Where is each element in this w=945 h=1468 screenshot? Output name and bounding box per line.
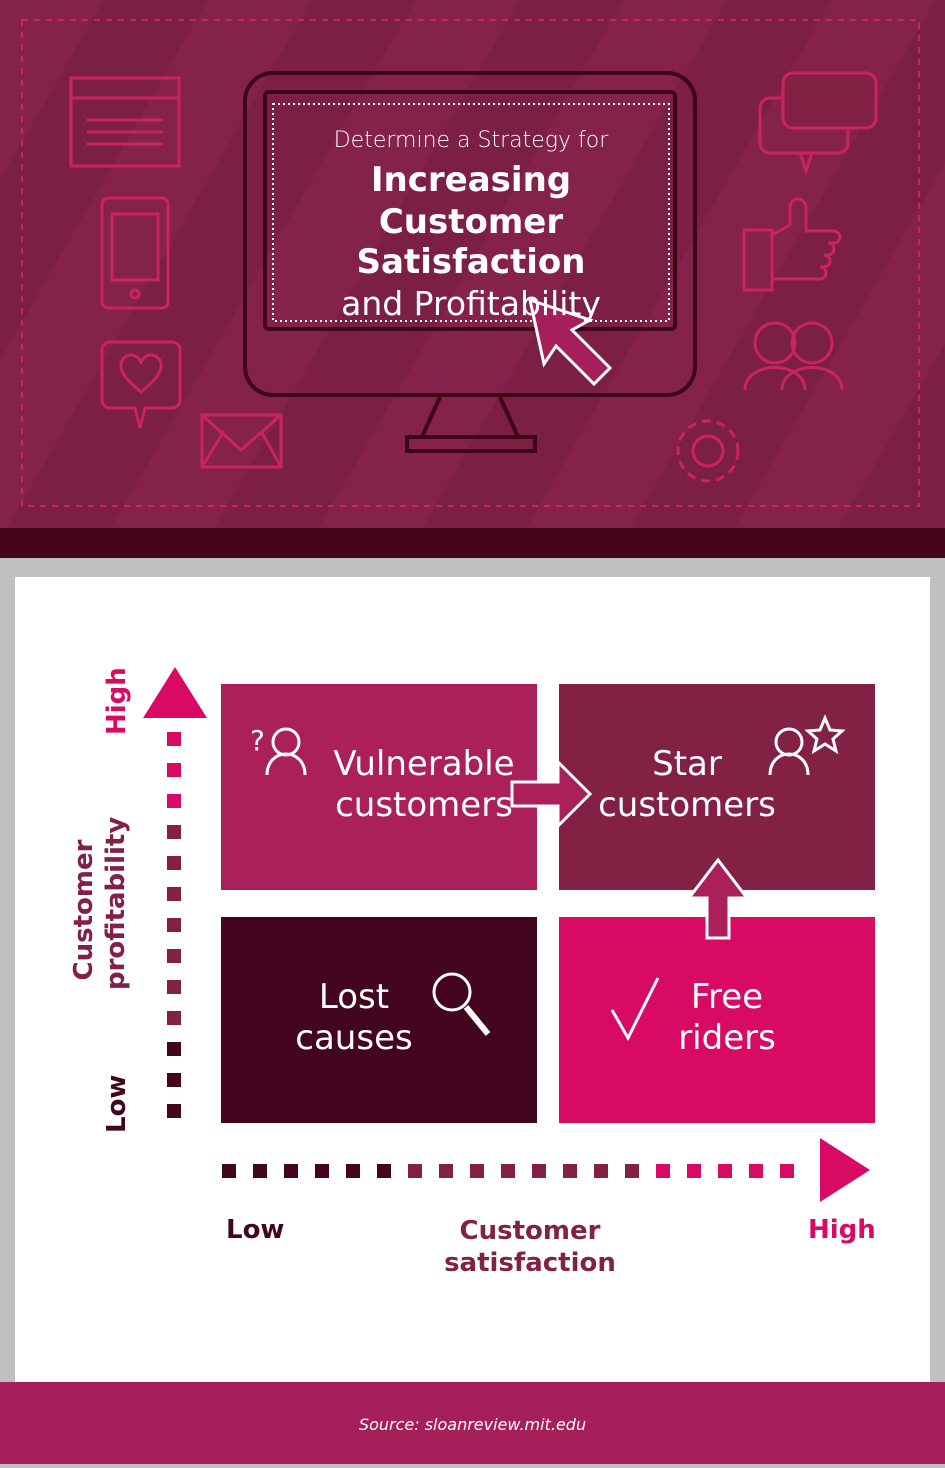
phone-icon	[100, 196, 170, 310]
y-axis-dash	[167, 1042, 181, 1056]
checkmark-icon	[610, 977, 660, 1042]
up-arrow-icon	[685, 857, 751, 940]
hero-illustration	[21, 19, 920, 507]
y-axis-dash	[167, 794, 181, 808]
x-axis-dash	[749, 1164, 763, 1178]
y-axis-dash	[167, 887, 181, 901]
cursor-arrow-icon	[527, 297, 613, 387]
quadrant-label: Vulnerable	[333, 744, 515, 784]
envelope-icon	[200, 413, 283, 469]
quadrant-label: customers	[598, 785, 776, 825]
x-axis-dash	[718, 1164, 732, 1178]
quadrant-label: causes	[295, 1018, 413, 1058]
star-user-icon	[768, 714, 846, 776]
x-axis-title-line: satisfaction	[444, 1248, 616, 1278]
x-axis-title-line: Customer	[459, 1216, 601, 1246]
quadrant-label: Lost	[318, 977, 390, 1017]
x-axis-dash	[780, 1164, 794, 1178]
monitor-icon	[243, 71, 697, 453]
y-axis-high-label: High	[102, 667, 132, 735]
hero-title-line3: and Profitability	[341, 284, 601, 323]
matrix-graphics: ?	[143, 667, 870, 1202]
y-axis-low-label: Low	[102, 1074, 132, 1133]
svg-text:?: ?	[250, 724, 265, 757]
y-axis-dash	[167, 949, 181, 963]
magnifier-icon	[432, 972, 491, 1036]
y-axis-arrowhead	[143, 667, 207, 718]
x-axis-dash	[563, 1164, 577, 1178]
x-axis-dash	[284, 1164, 298, 1178]
quadrant-free-riders: Free riders	[559, 917, 875, 1123]
y-axis-dash	[167, 1104, 181, 1118]
y-axis-title-line: Customer	[69, 839, 99, 981]
hero-subtitle: Determine a Strategy for	[333, 128, 609, 153]
x-axis-dash	[501, 1164, 515, 1178]
x-axis-dash	[346, 1164, 360, 1178]
x-axis-dash	[408, 1164, 422, 1178]
x-axis-high-label: High	[808, 1215, 876, 1245]
quadrant-label: Free	[690, 977, 764, 1017]
quadrant-star-customers: Star customers	[559, 684, 875, 890]
x-axis-dash	[315, 1164, 329, 1178]
x-axis-title: Customer satisfaction	[420, 1215, 640, 1279]
x-axis-dash	[532, 1164, 546, 1178]
hero-title-line1: Increasing Customer	[370, 160, 572, 242]
heart-bubble-icon	[100, 340, 182, 429]
right-arrow-icon	[510, 758, 593, 830]
y-axis-dash	[167, 763, 181, 777]
y-axis-dashes	[167, 732, 181, 1118]
y-axis-dash	[167, 856, 181, 870]
y-axis-dash	[167, 918, 181, 932]
hero-title-line2: Satisfaction	[356, 242, 586, 282]
x-axis-dash	[470, 1164, 484, 1178]
question-user-icon: ?	[250, 724, 307, 776]
y-axis-title: Customer profitability	[68, 816, 132, 990]
x-axis-dash	[253, 1164, 267, 1178]
quadrant-lost-causes: Lost causes	[221, 917, 537, 1123]
chat-bubbles-icon	[758, 71, 878, 176]
x-axis-dashes	[222, 1164, 794, 1178]
y-axis-dash	[167, 825, 181, 839]
source-footer: Source: sloanreview.mit.edu	[0, 1382, 945, 1464]
hero-banner: Determine a Strategy for Increasing Cust…	[0, 0, 945, 528]
users-icon	[743, 321, 844, 391]
x-axis-dash	[625, 1164, 639, 1178]
quadrant-vulnerable-customers: Vulnerable customers	[221, 684, 537, 890]
x-axis-dash	[594, 1164, 608, 1178]
x-axis-dash	[439, 1164, 453, 1178]
x-axis-dash	[222, 1164, 236, 1178]
thumbs-up-icon	[742, 197, 842, 292]
y-axis-dash	[167, 980, 181, 994]
quadrant-label: customers	[335, 785, 513, 825]
y-axis-dash	[167, 1073, 181, 1087]
browser-window-icon	[69, 76, 181, 168]
x-axis-arrowhead	[820, 1138, 870, 1202]
x-axis-dash	[377, 1164, 391, 1178]
x-axis-low-label: Low	[226, 1215, 285, 1245]
y-axis-title-line: profitability	[101, 816, 131, 990]
quadrant-label: riders	[678, 1018, 776, 1058]
x-axis-dash	[656, 1164, 670, 1178]
y-axis-dash	[167, 732, 181, 746]
quadrant-label: Star	[652, 744, 722, 784]
gear-icon	[676, 419, 740, 483]
divider-band	[0, 528, 945, 558]
y-axis-dash	[167, 1011, 181, 1025]
x-axis-dash	[687, 1164, 701, 1178]
